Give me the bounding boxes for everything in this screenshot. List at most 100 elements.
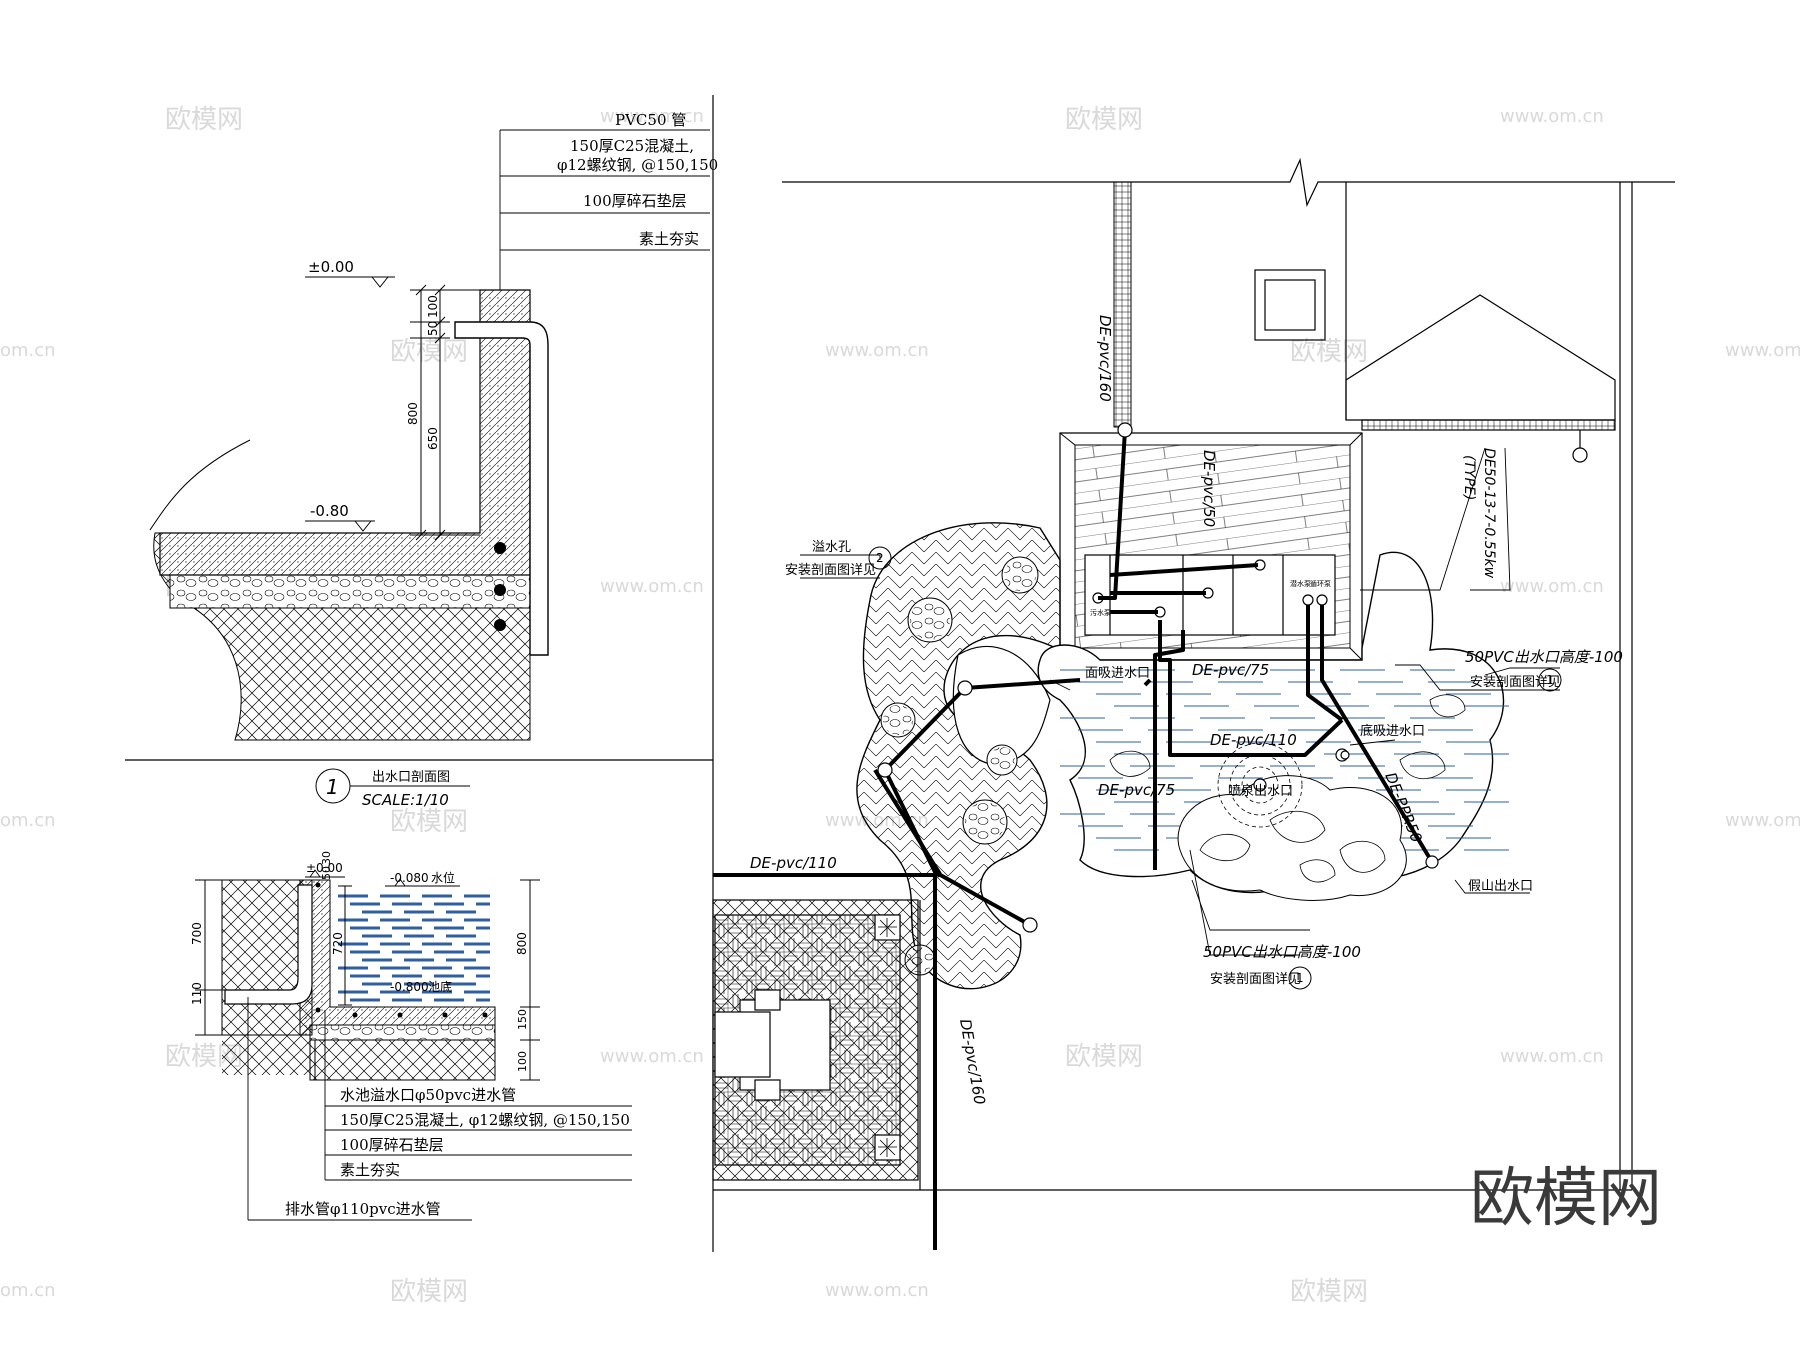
- layer-leaders-2: [247, 997, 632, 1221]
- watermark-site: www.om.cn: [600, 1046, 704, 1067]
- dim-650: 650: [426, 427, 440, 450]
- pipe-stub: [1143, 678, 1152, 687]
- label-drain-pipe: 排水管φ110pvc进水管: [285, 1200, 441, 1218]
- rockery: [1177, 775, 1407, 901]
- watermark-site: www.om.cn: [1500, 106, 1604, 127]
- watermark-site: www.om.cn: [600, 576, 704, 597]
- pipe-de75-rockery: [1153, 630, 1185, 870]
- watermark-site: om.cn: [0, 1280, 56, 1301]
- watermark-site: www.om.cn: [1500, 1046, 1604, 1067]
- dim-100: 100: [426, 295, 440, 318]
- overflow-hole-label: 溢水孔: [812, 540, 851, 555]
- pipe-nodes: [877, 422, 1439, 933]
- watermark-site: om.cn: [0, 810, 56, 831]
- main-pipes: [713, 429, 1434, 1250]
- pond-edge-curve: [149, 439, 251, 531]
- label-soil: 素土夯实: [639, 230, 699, 248]
- pipe-spur: [934, 870, 1031, 927]
- pipe-ppr50: [1320, 605, 1434, 864]
- label-overflow-inlet: 水池溢水口φ50pvc进水管: [340, 1086, 516, 1104]
- level-top: ±0.00: [308, 258, 354, 276]
- pipe-de110-a-label: DE-pvc/110: [1210, 731, 1297, 749]
- fountain-nozzle: [1253, 778, 1267, 792]
- top-boundary-break: [782, 157, 1675, 208]
- building-edge-grid: [1361, 419, 1616, 431]
- watermark-logo: 欧模网: [1290, 337, 1368, 367]
- watermark-site: www.om.cn: [1500, 576, 1604, 597]
- detail-callouts: [868, 546, 1562, 990]
- dim-800-2: 800: [515, 932, 529, 955]
- rockery-outlet-label: 假山出水口: [1468, 879, 1533, 894]
- label-water: 水位: [431, 870, 455, 885]
- watermark-logo: 欧模网: [1065, 105, 1143, 135]
- outlet-50-b-label: 50PVC出水口高度-100: [1203, 943, 1361, 961]
- concrete-hatch: [160, 290, 530, 575]
- detail-ref-b: 安装剖面图详见: [1470, 675, 1561, 690]
- section-2-overflow: ±0.00 -0.080 水位 -0.800 池底 50 30 700 110 …: [190, 851, 632, 1221]
- level-bottom: -0.80: [310, 502, 349, 520]
- section-1-outlet: PVC50 管 150厚C25混凝土, φ12螺纹钢, @150,150 100…: [149, 111, 718, 809]
- brand-watermark: 欧模网: [1470, 1162, 1662, 1236]
- pipe-de110-main: [713, 873, 937, 1250]
- watermark-site: om.cn: [0, 340, 56, 361]
- label-soil-2: 素土夯实: [340, 1161, 400, 1179]
- pipe-link: [873, 768, 942, 876]
- watermark-logo: 欧模网: [390, 337, 468, 367]
- pipe-de160-top: [1098, 429, 1127, 600]
- plan-leaders: [800, 447, 1560, 956]
- surface-inlet-label: 面吸进水口: [1085, 666, 1150, 681]
- bottom-inlet-label: 底吸进水口: [1360, 723, 1425, 739]
- water-lines: [338, 894, 490, 1002]
- dim-100-2: 100: [516, 1051, 529, 1072]
- detail-ref-a-num: 2: [876, 551, 884, 565]
- stone-fill: [883, 559, 1036, 973]
- pipe-de50-label: DE-pvc/50: [1200, 450, 1218, 527]
- outlet-50-a-label: 50PVC出水口高度-100: [1465, 648, 1623, 666]
- gravel-layer-2: [309, 1024, 496, 1041]
- gravel-pattern: [170, 573, 530, 608]
- label-concrete-1: 150厚C25混凝土,: [570, 137, 694, 155]
- watermark-logo: 欧模网: [1065, 1042, 1143, 1072]
- section-scale: SCALE:1/10: [362, 791, 449, 809]
- dim-50-2: 50: [320, 866, 333, 880]
- building-column: [1254, 269, 1326, 341]
- dim-800: 800: [406, 402, 420, 425]
- level-top-2: ±0.00: [306, 861, 343, 875]
- soil-bottom-2: [309, 1039, 496, 1081]
- rock-shapes: [1109, 694, 1466, 883]
- watermark-site: www.om.cn: [825, 340, 929, 361]
- terrace-ornaments: [878, 918, 897, 1157]
- pipe-de110-b-label: DE-pvc/110: [750, 854, 837, 872]
- watermark-logo: 欧模网: [390, 807, 468, 837]
- watermark-logo: 欧模网: [165, 105, 243, 135]
- pump-label-b: 潜水泵: [1290, 579, 1311, 588]
- soil-left: [221, 879, 313, 1036]
- pipe-de160-top-label: DE-pvc/160: [1096, 315, 1114, 402]
- dim-150-2: 150: [516, 1009, 529, 1030]
- callout-1b: [1288, 966, 1312, 990]
- watermark-site: www.om.cn: [825, 1280, 929, 1301]
- watermark-site: www.om.cn: [1725, 340, 1800, 361]
- pipe-de160-bottom-label: DE-pvc/160: [956, 1018, 989, 1107]
- rebar-dots-2: [315, 882, 488, 1018]
- label-gravel: 100厚碎石垫层: [583, 192, 687, 210]
- roof-outline: [1345, 294, 1616, 421]
- grid-walkway: [1113, 181, 1132, 428]
- dimension-lines: [410, 284, 480, 541]
- level-marks: [305, 276, 395, 532]
- layer-leaders: [499, 129, 710, 290]
- callout-1a: [1538, 668, 1562, 692]
- callout-2: [868, 546, 892, 570]
- dim-720-2: 720: [331, 932, 345, 955]
- dimension-lines-2: [195, 879, 540, 1081]
- pipe-de75-b-label: DE-pvc/75: [1098, 781, 1175, 799]
- level-marks-2: [305, 869, 460, 887]
- detail-ref-c-num: 1: [1296, 971, 1304, 985]
- label-pvc50: PVC50 管: [615, 111, 686, 129]
- label-gravel-2: 100厚碎石垫层: [340, 1136, 444, 1154]
- pipe-branch-1: [1109, 563, 1259, 577]
- watermark-logo: 欧模网: [1290, 1277, 1368, 1307]
- boundary-lines: [713, 157, 1675, 1191]
- detail-ref-b-num: 1: [1546, 673, 1554, 687]
